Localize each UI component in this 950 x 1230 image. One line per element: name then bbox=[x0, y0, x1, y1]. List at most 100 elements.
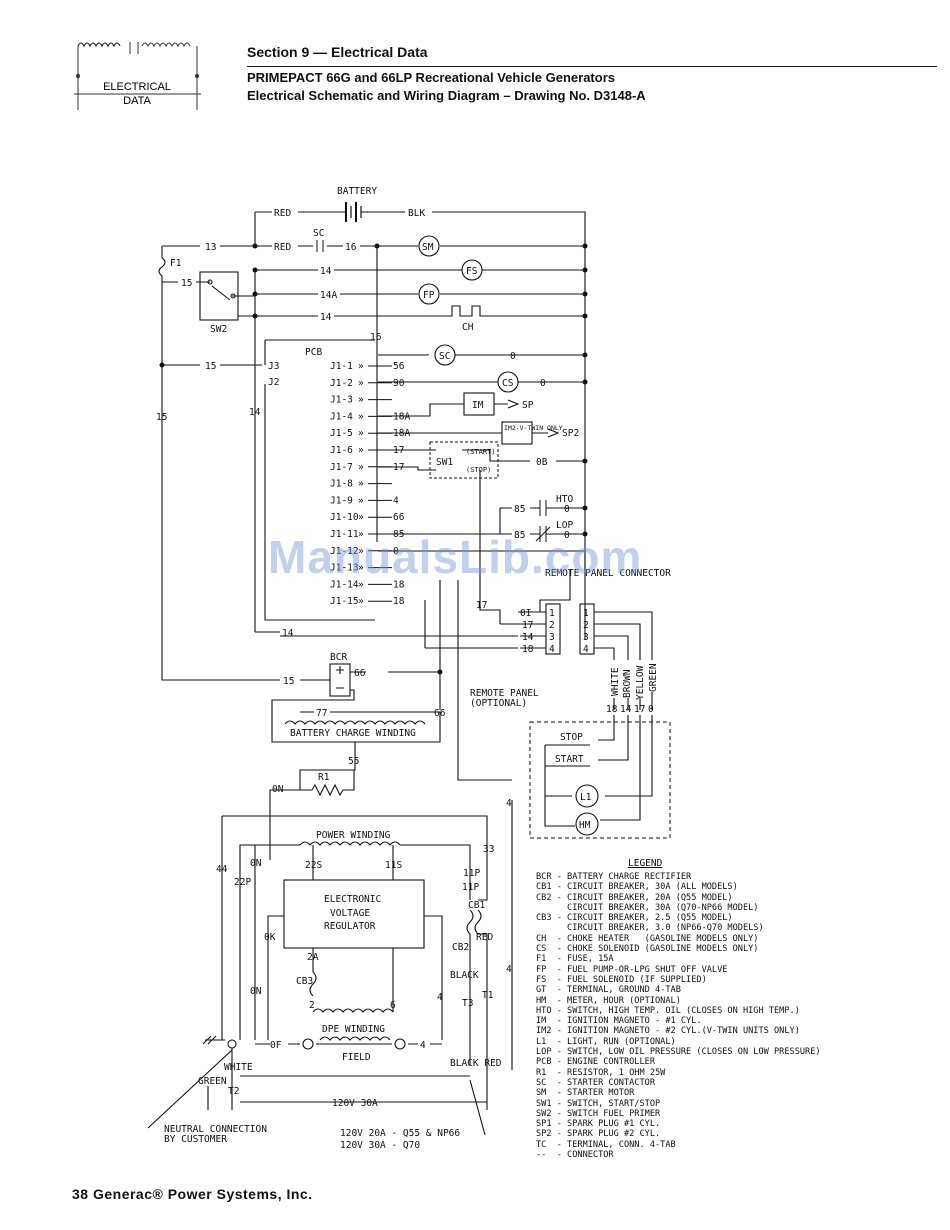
j1-wire-number: 56 bbox=[393, 361, 405, 372]
j1-pin-label: J1-1 bbox=[330, 361, 353, 372]
wire-label: FS bbox=[466, 266, 478, 277]
j1-wire-number: 18A bbox=[393, 411, 410, 422]
wire-label: 0N bbox=[250, 858, 262, 869]
logo-line1: ELECTRICAL bbox=[103, 81, 171, 93]
legend-entry: TC - TERMINAL, CONN. 4-TAB bbox=[536, 1139, 676, 1150]
j1-pin-label: J1-12 bbox=[330, 546, 359, 557]
watermark: ManualsLib.com bbox=[268, 531, 643, 583]
legend-entry: HTO - SWITCH, HIGH TEMP. OIL (CLOSES ON … bbox=[536, 1005, 800, 1016]
wire-label: 0B bbox=[536, 457, 548, 468]
wire-label: 4 bbox=[506, 964, 512, 975]
wire-label: RED bbox=[274, 242, 291, 253]
starter-motor-symbol bbox=[418, 235, 440, 257]
legend-entry: SP1 - SPARK PLUG #1 CYL. bbox=[536, 1119, 661, 1130]
wire-label: REMOTE PANEL CONNECTOR bbox=[545, 568, 671, 579]
wire-label: FP bbox=[423, 290, 435, 301]
wire-label: ELECTRONIC bbox=[324, 894, 381, 905]
wire-label: 120V 30A - Q70 bbox=[340, 1140, 420, 1151]
legend-entry: SC - STARTER CONTACTOR bbox=[536, 1077, 655, 1088]
wire-label: HM bbox=[579, 820, 591, 831]
j1-pin-label: J1-7 bbox=[330, 462, 353, 473]
wire-label: 3 bbox=[549, 632, 555, 643]
pin-chevron: » bbox=[358, 563, 364, 574]
wire-label: 14 bbox=[522, 632, 534, 643]
wire-label: SW1 bbox=[436, 457, 453, 468]
j1-pin-label: J1-15 bbox=[330, 596, 359, 607]
wire-label: 17 bbox=[634, 704, 645, 715]
wire-label: WHITE bbox=[224, 1062, 253, 1073]
wire-label: LOP bbox=[556, 520, 573, 531]
wire-label: BLACK RED bbox=[450, 1058, 502, 1069]
wire-label: T3 bbox=[462, 998, 473, 1009]
wire-label: T1 bbox=[482, 990, 494, 1001]
wire-label: 14 bbox=[620, 704, 632, 715]
wire-label: T2 bbox=[228, 1086, 239, 1097]
j1-pin-label: J1-13 bbox=[330, 563, 359, 574]
wire-label: 77 bbox=[316, 708, 327, 719]
wire-label: 14 bbox=[320, 266, 332, 277]
wire-label: NEUTRAL CONNECTION bbox=[164, 1124, 267, 1135]
wire-label: F1 bbox=[170, 258, 182, 269]
legend-entry: FP - FUEL PUMP-OR-LPG SHUT OFF VALVE bbox=[536, 964, 728, 975]
legend-title: LEGEND bbox=[628, 858, 663, 869]
legend-entry: CB2 - CIRCUIT BREAKER, 20A (Q55 MODEL) bbox=[536, 892, 733, 903]
document-title-line2: Electrical Schematic and Wiring Diagram … bbox=[247, 88, 646, 103]
wire-label: PCB bbox=[305, 347, 322, 358]
wire-label: 11S bbox=[385, 860, 402, 871]
logo-line2: DATA bbox=[123, 95, 151, 107]
battery-label: BATTERY bbox=[337, 186, 377, 197]
wire-label: CS bbox=[502, 378, 514, 389]
wire-label: 17 bbox=[522, 620, 533, 631]
wire-label: HTO bbox=[556, 494, 573, 505]
legend-entry: LOP - SWITCH, LOW OIL PRESSURE (CLOSES O… bbox=[536, 1047, 821, 1058]
wire-label: 1 bbox=[583, 608, 589, 619]
wire-label: 0 bbox=[510, 351, 516, 362]
wire-label: FIELD bbox=[342, 1052, 371, 1063]
legend-entry: SW1 - SWITCH, START/STOP bbox=[536, 1098, 661, 1109]
wire-label: 33 bbox=[483, 844, 494, 855]
wire-label: 14 bbox=[320, 312, 332, 323]
pin-chevron: » bbox=[358, 529, 364, 540]
wire-label: GREEN bbox=[648, 663, 659, 692]
wire-label: 85 bbox=[514, 530, 525, 541]
wire-label: 22P bbox=[234, 877, 251, 888]
wire-label: 6 bbox=[390, 1000, 396, 1011]
pin-chevron: » bbox=[358, 596, 364, 607]
legend-entry: SM - STARTER MOTOR bbox=[536, 1088, 635, 1099]
wire-label: 0 bbox=[540, 378, 546, 389]
pin-chevron: » bbox=[358, 378, 364, 389]
wire-label: REGULATOR bbox=[324, 921, 376, 932]
wire-label: (STOP) bbox=[466, 466, 491, 474]
wire-label: 22S bbox=[305, 860, 322, 871]
wire-label: 0 bbox=[648, 704, 654, 715]
wire-label: RED bbox=[476, 932, 493, 943]
wire-label: SC bbox=[439, 351, 450, 362]
pin-chevron: » bbox=[358, 428, 364, 439]
wire-label: SP2 bbox=[562, 428, 579, 439]
wire-label: 3 bbox=[583, 632, 589, 643]
section-title: Section 9 — Electrical Data bbox=[247, 44, 428, 60]
wire-label: 85 bbox=[514, 504, 525, 515]
legend-entry: CB3 - CIRCUIT BREAKER, 2.5 (Q55 MODEL) bbox=[536, 913, 733, 924]
wire-label: R1 bbox=[318, 772, 330, 783]
wire-label: 0 bbox=[564, 530, 570, 541]
pin-chevron: » bbox=[358, 361, 364, 372]
wire-label: 4 bbox=[549, 644, 555, 655]
pin-chevron: » bbox=[358, 395, 364, 406]
wire-label: 4 bbox=[583, 644, 589, 655]
legend-entry: FS - FUEL SOLENOID (IF SUPPLIED) bbox=[536, 974, 707, 985]
document-title-line1: PRIMEPACT 66G and 66LP Recreational Vehi… bbox=[247, 70, 615, 85]
wire-label: 4 bbox=[420, 1040, 426, 1051]
wire-label: 11P bbox=[462, 882, 479, 893]
wire-label: 2 bbox=[583, 620, 589, 631]
j1-wire-number: 18A bbox=[393, 428, 410, 439]
legend-entry: IM2 - IGNITION MAGNETO - #2 CYL.(V-TWIN … bbox=[536, 1026, 800, 1037]
legend-entry: CH - CHOKE HEATER (GASOLINE MODELS ONLY) bbox=[536, 933, 759, 944]
battery-symbol bbox=[345, 202, 362, 222]
wire-label: 14 bbox=[249, 407, 261, 418]
pin-chevron: » bbox=[358, 495, 364, 506]
wire-label: BY CUSTOMER bbox=[164, 1134, 227, 1145]
wire-label: 1 bbox=[549, 608, 555, 619]
wire-label: SC bbox=[313, 228, 324, 239]
wire-label: 2A bbox=[307, 952, 319, 963]
